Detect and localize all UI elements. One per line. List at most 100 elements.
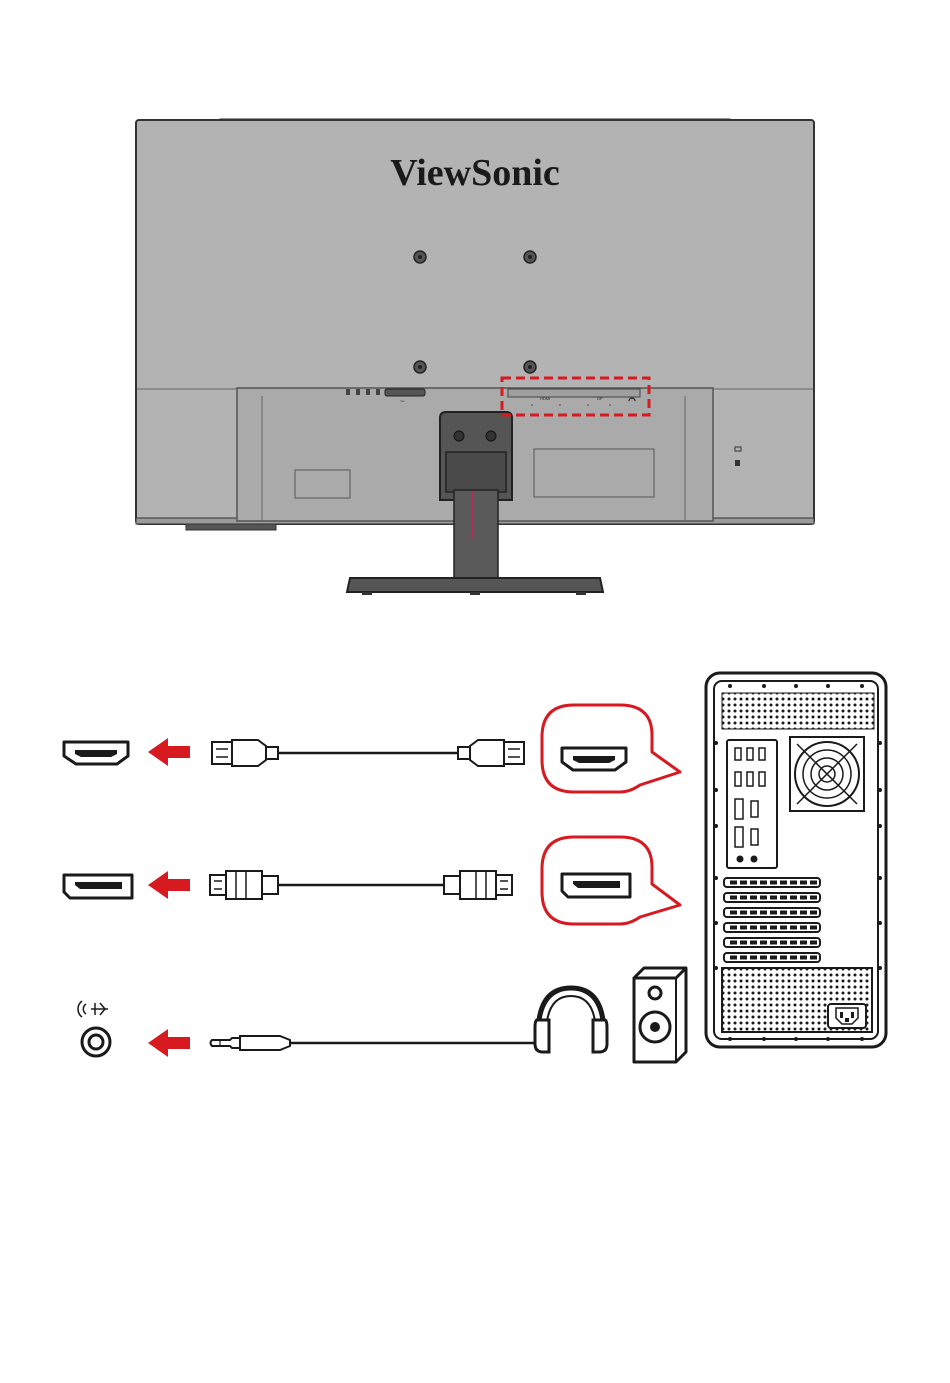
pc-screw xyxy=(714,741,718,745)
pc-slot-vent xyxy=(800,941,807,945)
pc-slot-vent xyxy=(810,896,817,900)
displayport-port-icon xyxy=(64,875,132,898)
pc-slot-vent xyxy=(780,956,787,960)
pc-screw xyxy=(714,824,718,828)
displayport-cable xyxy=(210,871,512,899)
pc-slot-vent xyxy=(740,926,747,930)
pc-screw xyxy=(860,1037,864,1041)
pc-screw xyxy=(860,684,864,688)
pc-screw xyxy=(878,741,882,745)
pc-slot-vent xyxy=(760,941,767,945)
pc-slot-vent xyxy=(810,926,817,930)
vesa-screw xyxy=(414,361,426,373)
pc-screw xyxy=(826,1037,830,1041)
pc-slot-vent xyxy=(780,896,787,900)
vesa-screw xyxy=(524,361,536,373)
monitor-dp-label: DP xyxy=(597,396,603,401)
hdmi-callout-bubble xyxy=(542,705,680,792)
hdmi-port-icon xyxy=(562,748,626,770)
pc-slot-vent xyxy=(810,911,817,915)
pc-slot-vent xyxy=(750,926,757,930)
pc-top-vent xyxy=(722,693,874,729)
pc-slot-vent xyxy=(810,956,817,960)
displayport-connection-row xyxy=(64,837,680,924)
pc-slot-vent xyxy=(810,941,817,945)
pc-slot-vent xyxy=(790,956,797,960)
hdmi-port-icon xyxy=(64,742,128,764)
pc-slot-vent xyxy=(780,941,787,945)
pc-screw xyxy=(728,1037,732,1041)
pc-screw xyxy=(826,684,830,688)
displayport-callout-bubble xyxy=(542,837,680,924)
pc-tower xyxy=(706,673,886,1047)
pc-slot-vent xyxy=(800,956,807,960)
pc-fan-icon xyxy=(790,737,864,811)
pc-screw xyxy=(878,921,882,925)
pc-slot-vent xyxy=(780,926,787,930)
pc-slot-vent xyxy=(770,881,777,885)
displayport-port-icon xyxy=(562,874,630,897)
pc-slot-vent xyxy=(730,956,737,960)
pc-slot-vent xyxy=(790,896,797,900)
pc-screw xyxy=(714,876,718,880)
pc-screw xyxy=(878,876,882,880)
pc-slot-vent xyxy=(750,956,757,960)
pc-slot-vent xyxy=(800,881,807,885)
speaker-icon xyxy=(634,968,686,1062)
left-arrow-icon xyxy=(148,738,190,766)
pc-slot-vent xyxy=(780,881,787,885)
pc-slot-vent xyxy=(740,956,747,960)
monitor-hdmi-label: HDMI xyxy=(540,396,550,401)
left-arrow-icon xyxy=(148,1029,190,1057)
audio-out-jack-icon xyxy=(78,1001,110,1056)
pc-screw xyxy=(714,921,718,925)
pc-slot-vent xyxy=(760,896,767,900)
pc-slot-vent xyxy=(740,881,747,885)
svg-text:~: ~ xyxy=(400,397,405,406)
pc-power-supply xyxy=(722,968,872,1032)
pc-slot-vent xyxy=(730,881,737,885)
monitor-brand-logo: ViewSonic xyxy=(390,152,560,194)
pc-io-panel xyxy=(727,740,777,868)
pc-slot-vent xyxy=(750,941,757,945)
pc-slot-vent xyxy=(790,881,797,885)
pc-slot-vent xyxy=(730,926,737,930)
hdmi-connection-row xyxy=(64,705,680,792)
pc-slot-vent xyxy=(790,911,797,915)
pc-screw xyxy=(714,966,718,970)
left-arrow-icon xyxy=(148,871,190,899)
pc-slot-vent xyxy=(770,941,777,945)
pc-screw xyxy=(762,684,766,688)
pc-slot-vent xyxy=(800,896,807,900)
pc-screw xyxy=(794,1037,798,1041)
pc-slot-vent xyxy=(760,956,767,960)
pc-slot-vent xyxy=(750,896,757,900)
pc-screw xyxy=(794,684,798,688)
pc-screw xyxy=(878,966,882,970)
pc-slot-vent xyxy=(800,911,807,915)
pc-slot-vent xyxy=(730,896,737,900)
pc-screw xyxy=(878,824,882,828)
pc-slot-vent xyxy=(780,911,787,915)
vesa-screw xyxy=(414,251,426,263)
pc-slot-vent xyxy=(750,881,757,885)
pc-screw xyxy=(714,788,718,792)
pc-screw xyxy=(878,788,882,792)
pc-screw xyxy=(728,684,732,688)
vesa-screw xyxy=(524,251,536,263)
pc-slot-vent xyxy=(770,896,777,900)
pc-slot-vent xyxy=(740,941,747,945)
pc-slot-vent xyxy=(750,911,757,915)
monitor-back: ~ HDMI DP xyxy=(136,119,814,595)
audio-cable xyxy=(211,1036,545,1050)
hdmi-cable xyxy=(212,740,524,766)
pc-slot-vent xyxy=(760,911,767,915)
pc-slot-vent xyxy=(760,881,767,885)
pc-slot-vent xyxy=(800,926,807,930)
pc-slot-vent xyxy=(740,911,747,915)
pc-slot-vent xyxy=(770,911,777,915)
pc-slot-vent xyxy=(790,941,797,945)
pc-screw xyxy=(762,1037,766,1041)
pc-slot-vent xyxy=(740,896,747,900)
